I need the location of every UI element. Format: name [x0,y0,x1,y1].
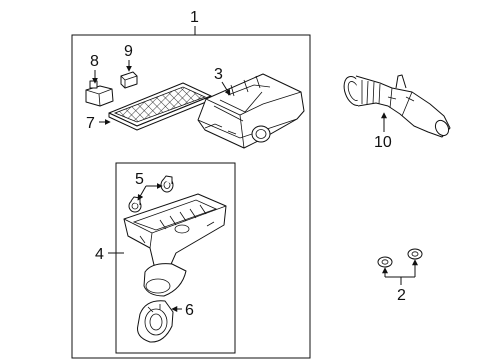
callout-4: 4 [95,246,104,263]
assembly-frame [71,34,311,359]
callout-6: 6 [185,302,194,319]
washer-parts [377,248,423,268]
callout-2: 2 [397,287,406,304]
callout-3: 3 [214,66,223,83]
callout-8: 8 [90,53,99,70]
housing-part [123,193,227,297]
sensor-part [85,80,114,107]
callout-1: 1 [190,9,199,26]
cover-part [197,73,305,149]
seal-part [137,300,174,343]
filter-part [108,82,212,131]
outlet-tube-part [343,74,451,138]
clip-part [120,71,138,89]
grommet-parts [128,175,174,213]
callout-10: 10 [374,134,392,151]
callout-9: 9 [124,43,133,60]
lower-housing-frame [115,162,236,354]
callout-5: 5 [135,171,144,188]
callout-7: 7 [86,115,95,132]
